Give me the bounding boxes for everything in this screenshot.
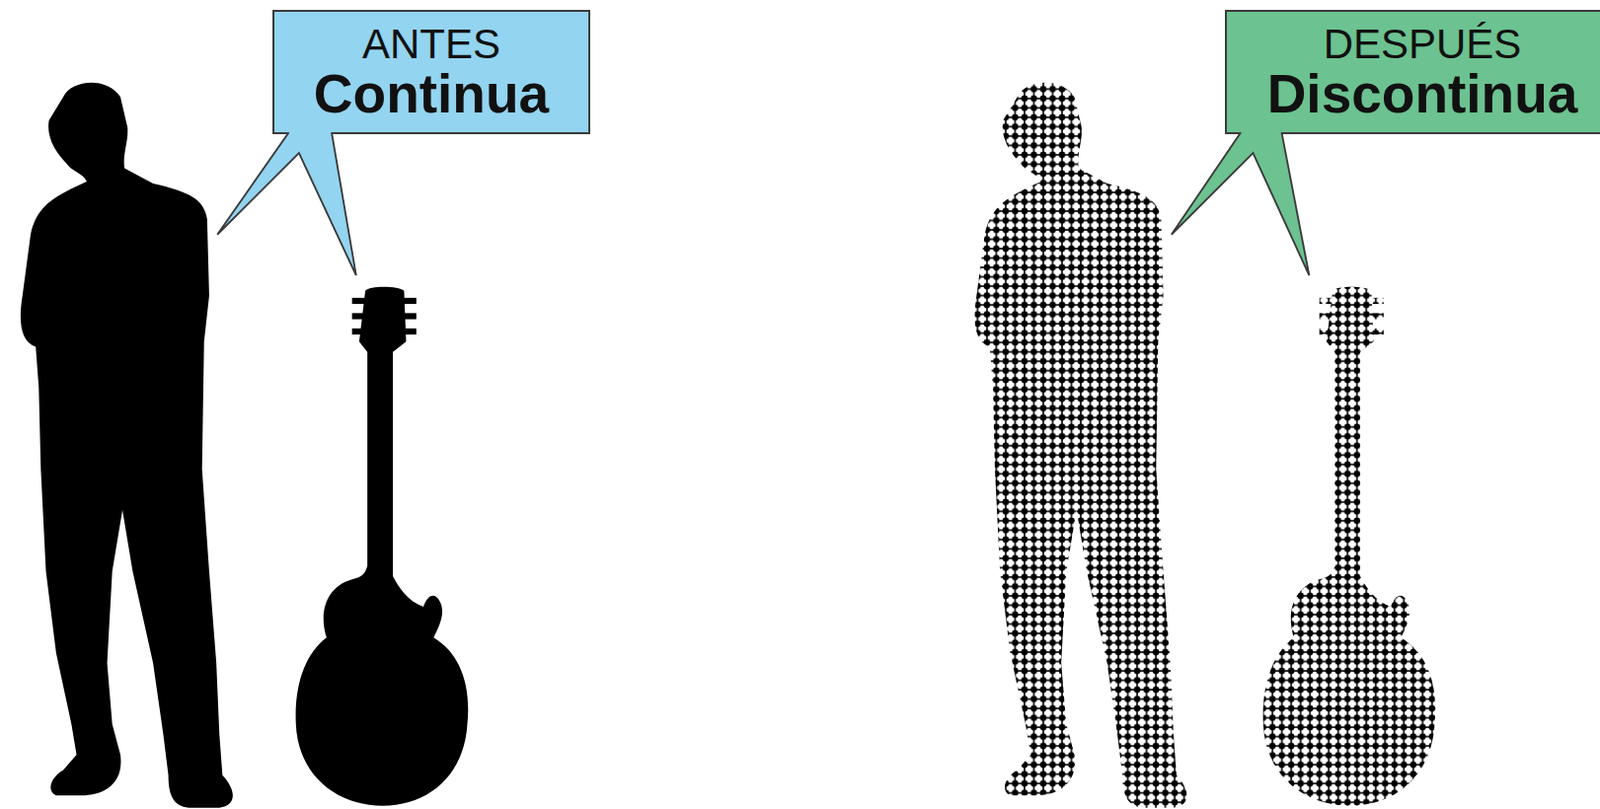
solid-guitar-silhouette	[296, 287, 469, 807]
halftone-guitar-silhouette	[1263, 287, 1437, 807]
callout-tail-fill	[1171, 131, 1310, 276]
callout-tail-fill	[217, 131, 357, 276]
callout-term: Discontinua	[1267, 67, 1579, 122]
callout-term: Continua	[313, 67, 549, 122]
callout-heading: ANTES	[362, 22, 501, 67]
solid-person-silhouette	[20, 82, 233, 809]
callout-tail-outline	[1171, 132, 1310, 276]
callout-box: DESPUÉSDiscontinua	[1224, 9, 1600, 135]
callout-heading: DESPUÉS	[1323, 22, 1523, 67]
halftone-person-silhouette	[974, 82, 1187, 809]
callout-tail-outline	[217, 132, 357, 276]
callout-box: ANTESContinua	[272, 9, 591, 135]
